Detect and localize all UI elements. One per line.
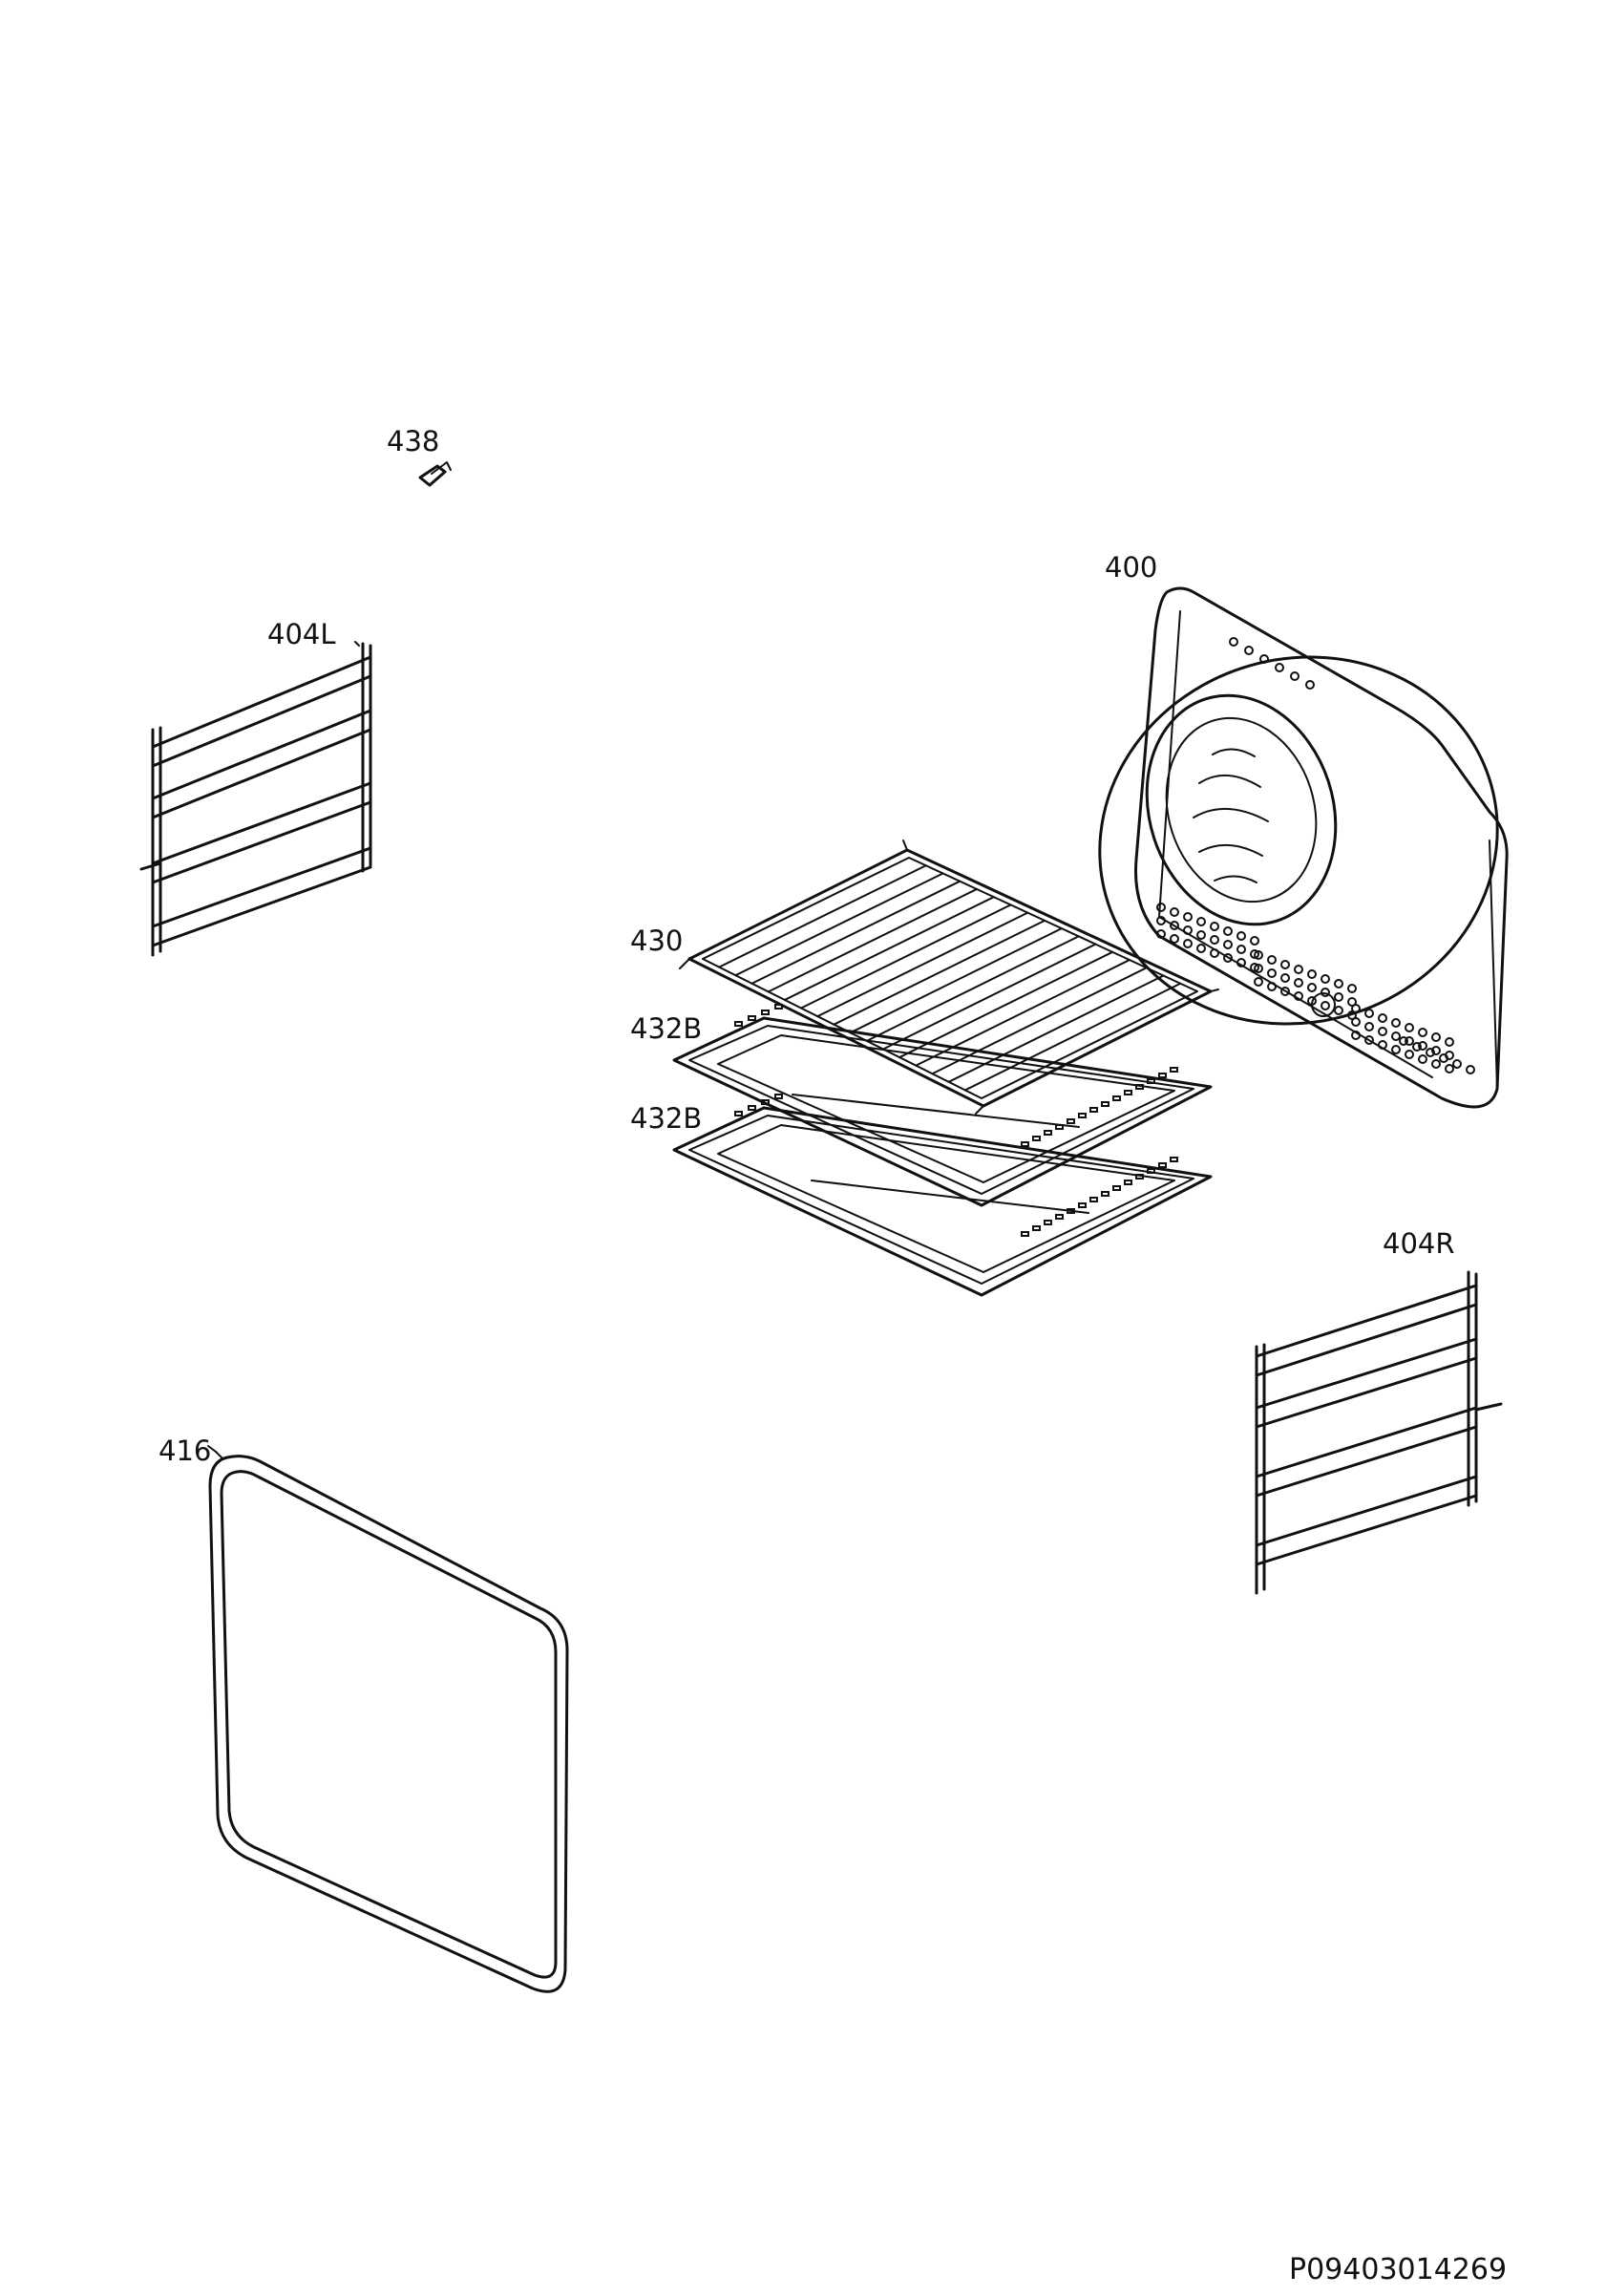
label-404R: 404R <box>1383 1227 1455 1260</box>
part-432B-tray-upper[interactable] <box>672 1004 1213 1207</box>
label-438: 438 <box>387 425 440 457</box>
label-432B-lower: 432B <box>630 1102 703 1135</box>
part-404R-shelf-support[interactable] <box>1255 1270 1503 1595</box>
label-416: 416 <box>158 1435 212 1467</box>
label-430: 430 <box>630 925 684 957</box>
part-432B-tray-lower[interactable] <box>672 1094 1213 1297</box>
part-438-clip[interactable] <box>418 461 452 487</box>
part-416-door-gasket[interactable] <box>207 1445 569 1993</box>
label-404L: 404L <box>267 618 336 650</box>
label-400: 400 <box>1105 551 1158 584</box>
part-400-back-panel[interactable] <box>1052 586 1546 1109</box>
part-404L-shelf-support[interactable] <box>139 642 372 957</box>
part-430-wire-rack[interactable] <box>679 840 1219 1115</box>
label-432B-upper: 432B <box>630 1012 703 1045</box>
drawing-code: P09403014269 <box>1289 2253 1508 2286</box>
